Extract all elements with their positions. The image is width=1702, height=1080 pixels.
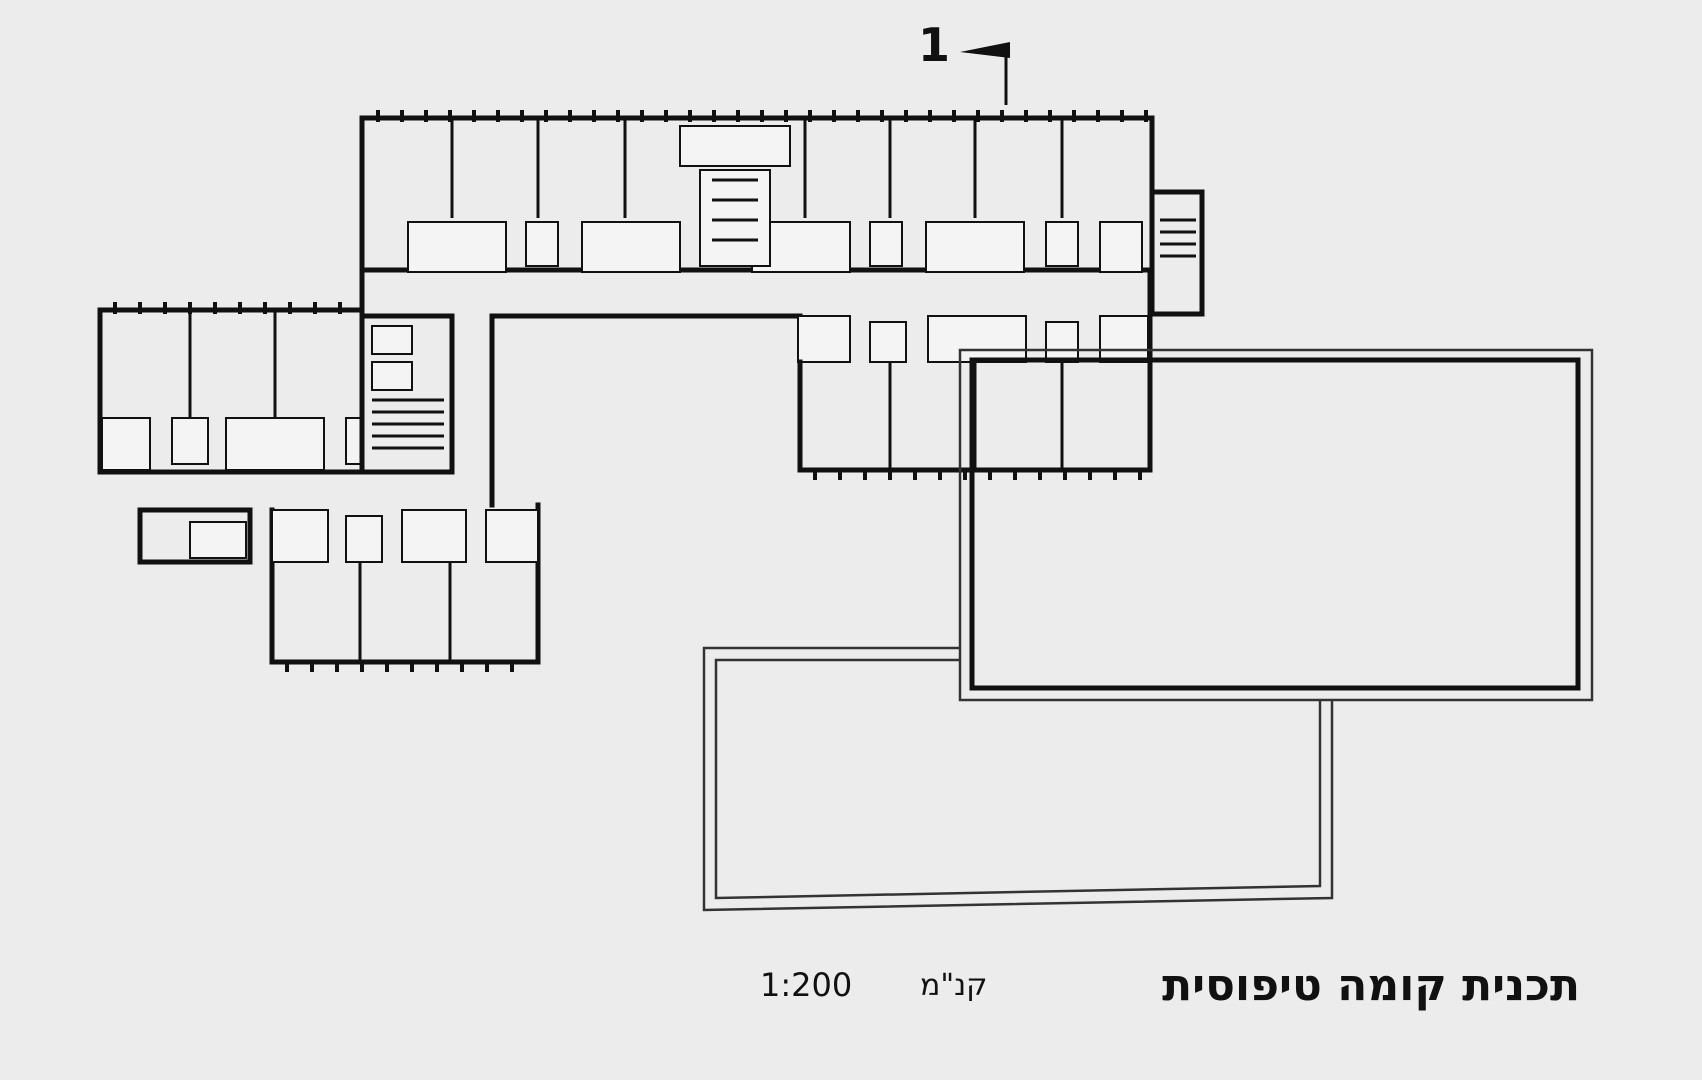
scale-value: 1:200 (760, 966, 853, 1004)
lower-terrace (702, 646, 1334, 912)
drawing-title: תכנית קומה טיפוסית (1162, 960, 1580, 1011)
section-marker-label: 1 (918, 18, 951, 72)
section-arrow (960, 42, 1010, 105)
southwest-wing (137, 502, 541, 672)
title-block: 1:200 קנ"מ תכנית קומה טיפוסית (760, 960, 1580, 1030)
scale-label: קנ"מ (920, 968, 988, 1003)
west-wing (97, 302, 455, 475)
east-wing (797, 267, 1153, 480)
north-wing (359, 110, 1205, 317)
corridor (359, 267, 803, 508)
upper-terrace (958, 348, 1594, 702)
north-wing-window-ticks (376, 110, 1148, 122)
